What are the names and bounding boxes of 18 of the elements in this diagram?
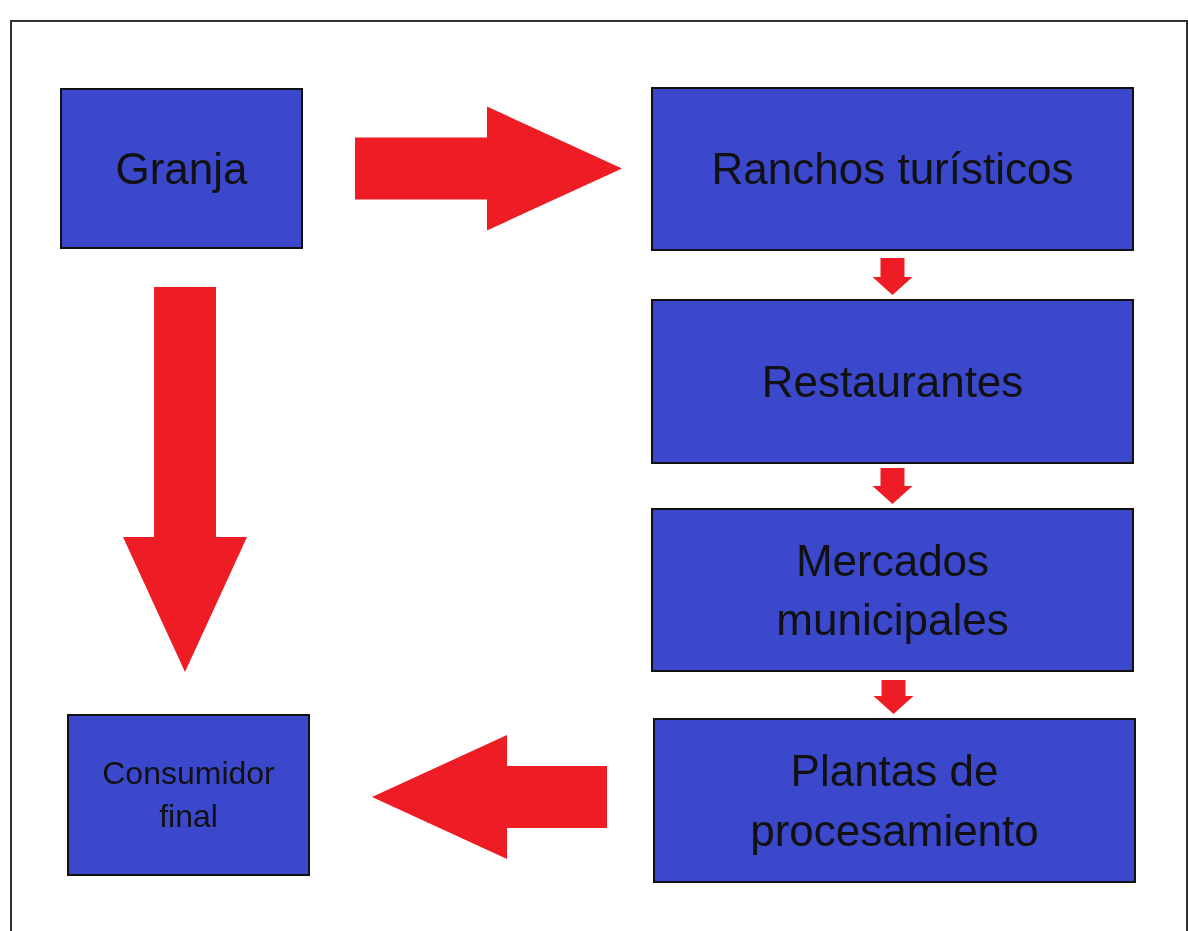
process-box (651, 87, 1134, 251)
box-label: Plantas de procesamiento (749, 745, 1040, 857)
process-box (651, 508, 1134, 672)
block-arrow (872, 258, 913, 295)
process-box (60, 88, 303, 249)
block-arrow (872, 468, 913, 504)
process-box (653, 718, 1136, 883)
block-arrow (372, 735, 607, 859)
box-label: Restaurantes (761, 355, 1024, 408)
block-arrow (123, 287, 247, 672)
box-label: Mercados municipales (775, 534, 1010, 646)
block-arrow (873, 680, 914, 714)
process-box (67, 714, 310, 876)
box-label: Granja (115, 142, 248, 195)
block-arrow (355, 106, 622, 231)
process-box (651, 299, 1134, 464)
box-label: Ranchos turísticos (711, 143, 1074, 196)
box-label: Consumidor final (101, 753, 276, 836)
